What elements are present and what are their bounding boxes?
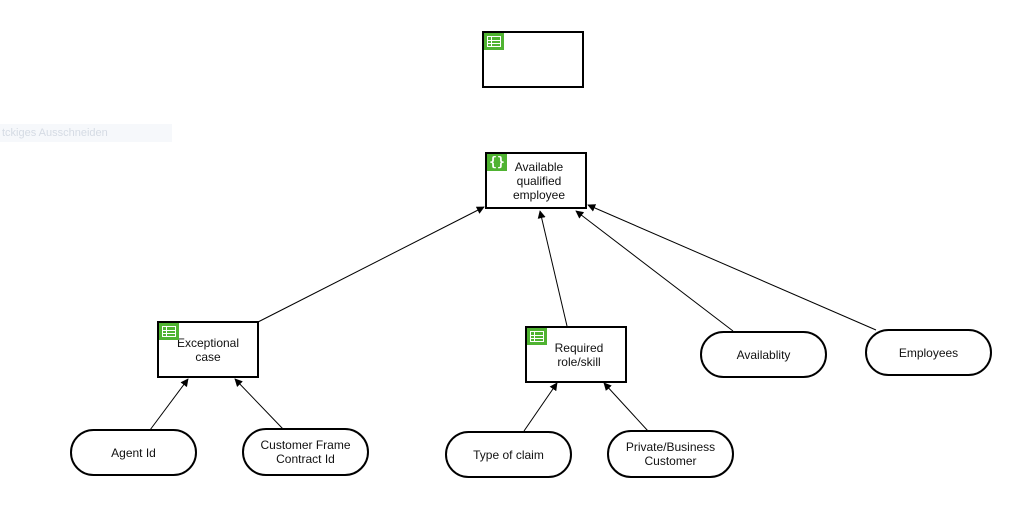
input-node-availability[interactable]: Availablity bbox=[700, 331, 827, 378]
decision-table-icon bbox=[159, 323, 179, 340]
decision-table-icon bbox=[527, 328, 547, 345]
literal-expression-icon: {} bbox=[487, 154, 507, 171]
decision-node-exceptional-label: Exceptional case bbox=[176, 335, 240, 364]
edge-exceptional-to-available bbox=[257, 206, 485, 323]
decision-node-available-label: Available qualified employee bbox=[512, 159, 566, 202]
edge-claim-to-required bbox=[523, 382, 558, 432]
decision-node-available-qualified-employee[interactable]: {} Available qualified employee bbox=[485, 152, 587, 209]
edge-customer-frame-to-exceptional bbox=[234, 378, 284, 430]
decision-table-icon bbox=[484, 33, 504, 50]
decision-node-required-label: Required role/skill bbox=[554, 340, 604, 369]
edge-required-to-available bbox=[537, 210, 568, 327]
input-node-employees-label: Employees bbox=[898, 345, 959, 360]
input-node-private-business-customer[interactable]: Private/Business Customer bbox=[607, 430, 734, 478]
input-node-type-of-claim-label: Type of claim bbox=[473, 447, 544, 462]
decision-node-top[interactable] bbox=[482, 31, 584, 88]
decision-node-required-role-skill[interactable]: Required role/skill bbox=[525, 326, 627, 383]
background-text: tckiges Ausschneiden bbox=[0, 124, 172, 142]
edge-agent-to-exceptional bbox=[149, 378, 189, 431]
input-node-agent-id[interactable]: Agent Id bbox=[70, 429, 197, 476]
edge-private-to-required bbox=[603, 382, 649, 432]
input-node-agent-id-label: Agent Id bbox=[111, 445, 156, 460]
edge-employees-to-available bbox=[587, 204, 877, 331]
input-node-employees[interactable]: Employees bbox=[865, 329, 992, 376]
input-node-customer-frame-contract-id[interactable]: Customer Frame Contract Id bbox=[242, 428, 369, 476]
input-node-availability-label: Availablity bbox=[736, 347, 791, 362]
input-node-type-of-claim[interactable]: Type of claim bbox=[445, 431, 572, 478]
input-node-customer-frame-label: Customer Frame Contract Id bbox=[260, 438, 351, 466]
input-node-private-business-label: Private/Business Customer bbox=[625, 440, 716, 468]
decision-node-exceptional-case[interactable]: Exceptional case bbox=[157, 321, 259, 378]
edge-availability-to-available bbox=[575, 210, 734, 332]
